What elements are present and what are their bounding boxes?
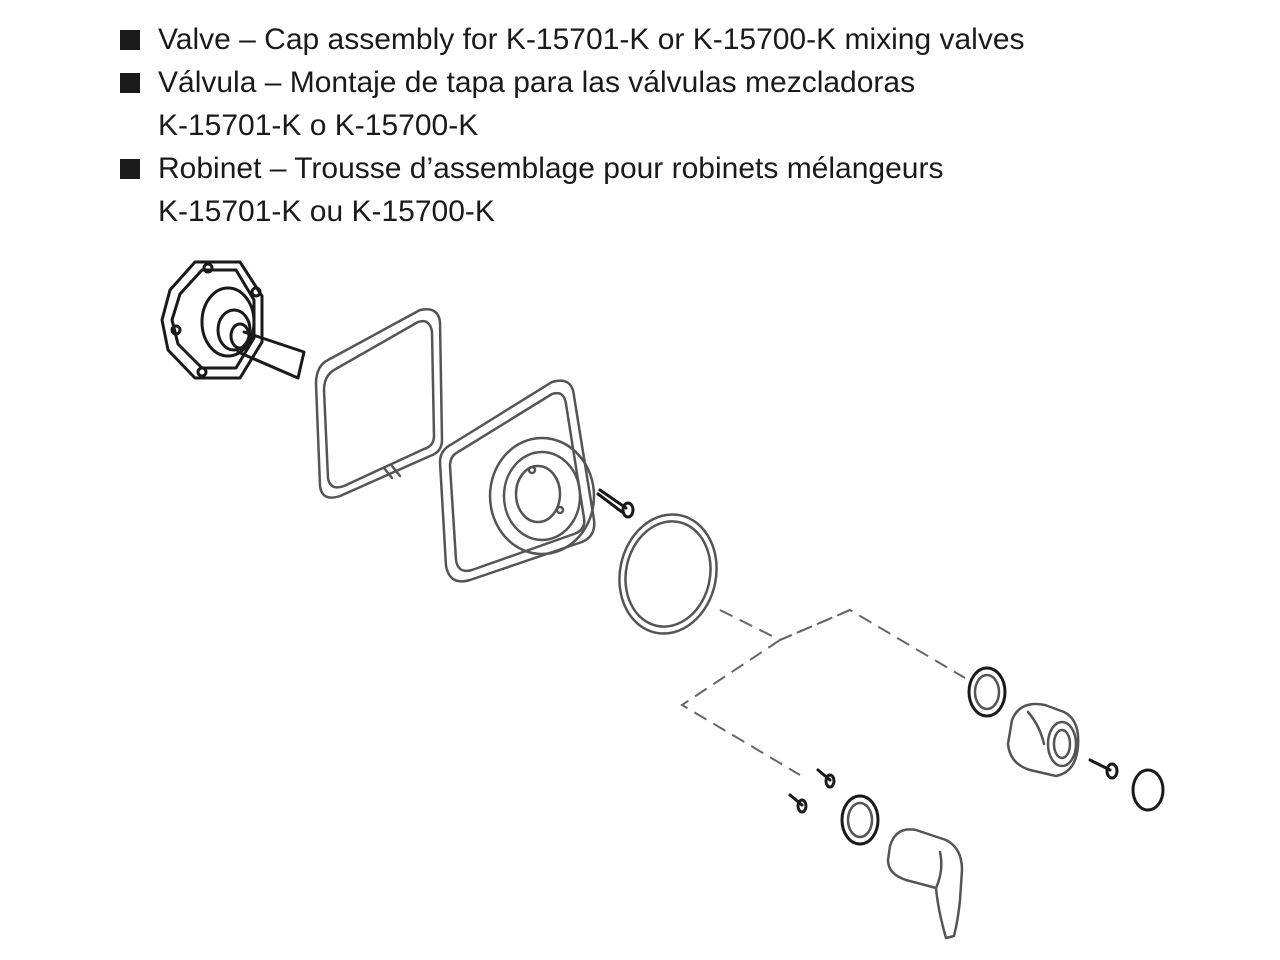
retaining-ring-part	[967, 666, 1007, 718]
caption-line: Valve – Cap assembly for K-15701-K or K-…	[158, 23, 1025, 56]
assembly-guide-lines	[680, 608, 966, 776]
caption-line: K-15701-K o K-15700-K	[158, 109, 479, 142]
trim-ring-part	[618, 513, 718, 635]
escutcheon-plate-part	[438, 379, 596, 583]
square-gasket-part	[314, 308, 444, 499]
retaining-ring-part	[840, 794, 880, 846]
cap-ring-part	[1131, 768, 1165, 812]
caption-line: Válvula – Montaje de tapa para las válvu…	[158, 66, 916, 99]
valve-cartridge-part	[160, 260, 306, 380]
lever-handle-part	[886, 828, 964, 940]
caption-line: K-15701-K ou K-15700-K	[158, 195, 495, 228]
bullet-square-icon	[120, 73, 140, 93]
small-screw-part	[816, 768, 836, 789]
small-screw-part	[788, 793, 808, 814]
caption-list: Valve – Cap assembly for K-15701-K or K-…	[118, 18, 1258, 233]
caption-line: Robinet – Trousse d’assemblage pour robi…	[158, 152, 944, 185]
small-screw-part	[1088, 758, 1119, 780]
bullet-square-icon	[120, 159, 140, 179]
caption-spanish: Válvula – Montaje de tapa para las válvu…	[118, 61, 1258, 147]
caption-french: Robinet – Trousse d’assemblage pour robi…	[118, 147, 1258, 233]
knob-hub-part	[1006, 702, 1080, 778]
bullet-square-icon	[120, 30, 140, 50]
screw-part	[596, 488, 635, 519]
caption-english: Valve – Cap assembly for K-15701-K or K-…	[118, 18, 1258, 61]
